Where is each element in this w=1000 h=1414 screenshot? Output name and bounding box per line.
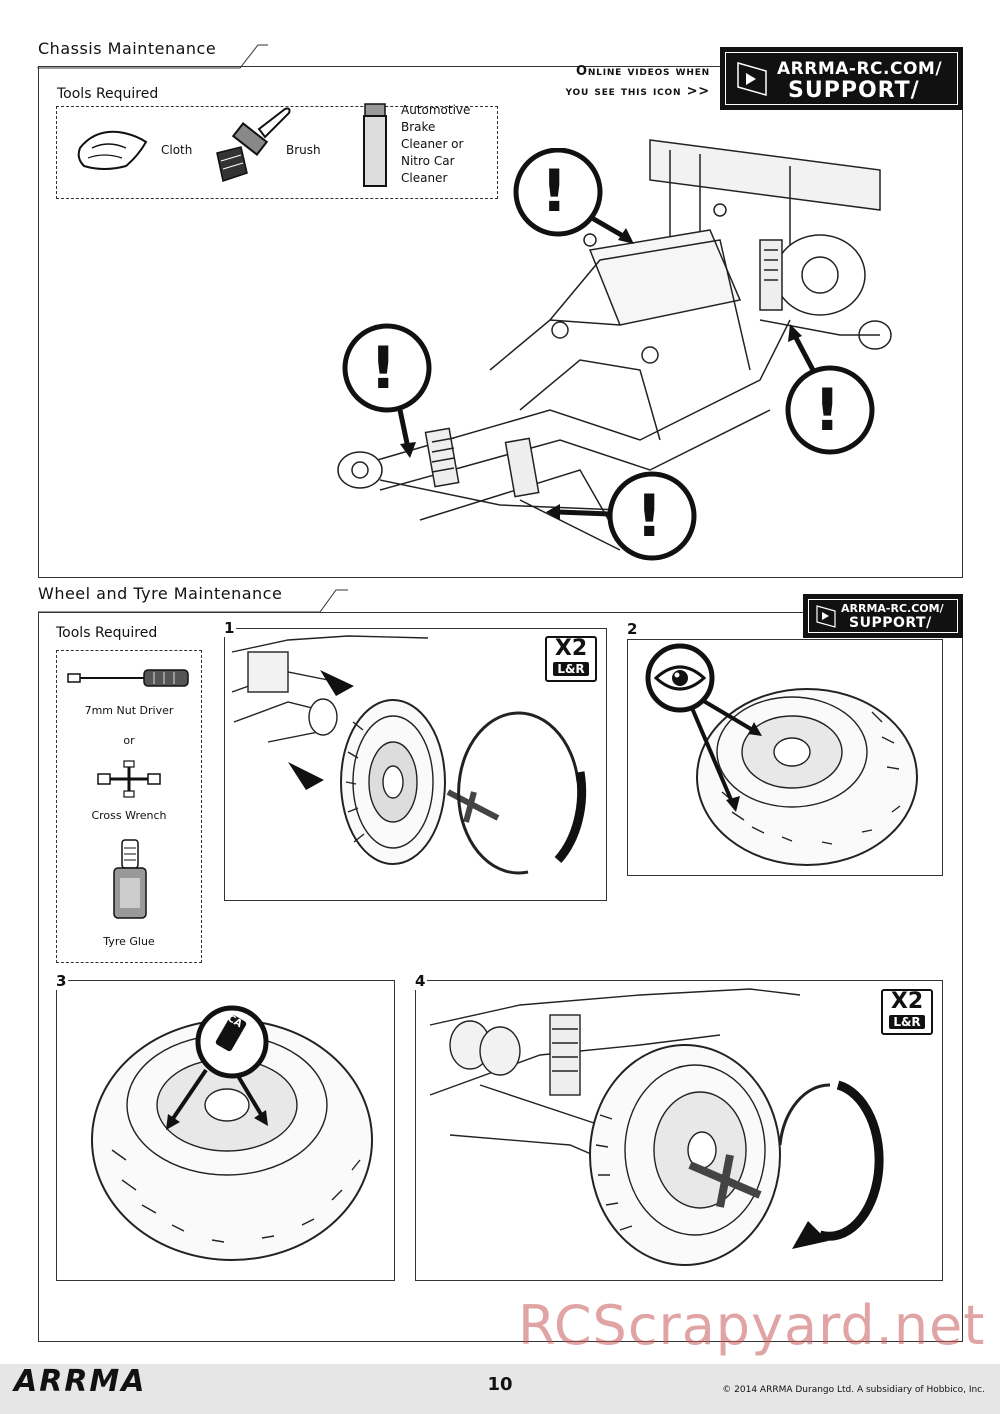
chassis-tools-box — [56, 106, 498, 199]
step-3-number: 3 — [54, 972, 69, 990]
warning-icon-bottom: ! — [636, 482, 663, 550]
step-4-x2-badge: X2 L&R — [881, 989, 933, 1035]
step-2-number: 2 — [625, 620, 640, 638]
cross-wrench-icon — [97, 760, 161, 798]
chassis-section-frame — [38, 66, 963, 578]
online-videos-text: Online videos when you see this icon >> — [565, 64, 710, 99]
wheel-tools-title: Tools Required — [53, 625, 161, 641]
warning-icon-top: ! — [541, 157, 568, 225]
or-label: or — [123, 734, 135, 747]
support-label-text-small: SUPPORT/ — [849, 615, 932, 631]
support-url-text: ARRMA-RC.COM/ — [777, 59, 943, 79]
wheel-section-title: Wheel and Tyre Maintenance — [34, 584, 287, 603]
warning-callout-top — [513, 148, 634, 244]
spray-can-icon — [363, 103, 387, 187]
warning-icon-right: ! — [814, 376, 841, 444]
cleaner-label: Automotive Brake Cleaner or Nitro Car Cl… — [401, 103, 471, 185]
support-link-badge[interactable]: ARRMA-RC.COM/ SUPPORT/ — [720, 47, 963, 110]
support-label-text: SUPPORT/ — [788, 78, 920, 103]
step-4-number: 4 — [413, 972, 428, 990]
tyre-glue-label: Tyre Glue — [103, 935, 155, 948]
step-1-number: 1 — [222, 619, 237, 637]
nut-driver-icon — [67, 669, 189, 687]
step-3-glue-tyre-illustration — [91, 1005, 373, 1261]
eye-icon — [654, 665, 706, 691]
wheel-tools-box — [56, 650, 202, 963]
page-number: 10 — [487, 1374, 513, 1395]
rcscrapyard-watermark: RCScrapyard.net — [518, 1294, 986, 1357]
step-2-inspect-tyre-illustration — [645, 643, 918, 866]
warning-callout-right — [785, 324, 875, 455]
brush-label: Brush — [286, 143, 321, 157]
brush-icon — [216, 107, 291, 182]
warning-callout-left — [342, 323, 432, 458]
warning-icon-left: ! — [370, 334, 397, 402]
laptop-icon — [737, 62, 767, 96]
step-3-panel — [56, 980, 395, 1281]
step-4-lr-text: L&R — [889, 1015, 925, 1029]
warning-callout-bottom — [546, 471, 697, 561]
step-4-wheel-install-illustration — [429, 988, 884, 1266]
support-link-badge-small[interactable]: ARRMA-RC.COM/ SUPPORT/ — [803, 594, 963, 638]
footer-bar — [0, 1364, 1000, 1414]
wheel-section-frame — [38, 612, 963, 1342]
step-1-x2-badge: X2 L&R — [545, 636, 597, 682]
cross-wrench-label: Cross Wrench — [91, 809, 167, 822]
chassis-title-tab — [37, 44, 268, 69]
cloth-icon — [77, 130, 148, 170]
laptop-icon — [816, 605, 836, 628]
nut-driver-label: 7mm Nut Driver — [84, 704, 174, 717]
buggy-chassis-illustration — [337, 139, 892, 551]
step-1-lr-text: L&R — [553, 662, 589, 676]
step-1-x2-text: X2 — [554, 636, 588, 661]
cloth-label: Cloth — [161, 143, 193, 157]
arrma-logo: ARRMA — [14, 1364, 147, 1399]
step-4-x2-text: X2 — [890, 989, 924, 1014]
step-4-panel — [415, 980, 943, 1281]
wheel-title-tab — [38, 589, 348, 613]
support-url-text-small: ARRMA-RC.COM/ — [841, 602, 944, 615]
step-1-wheel-removal-illustration — [231, 635, 587, 875]
glue-bottle-icon — [113, 839, 147, 919]
copyright-text: © 2014 ARRMA Durango Ltd. A subsidiary o… — [722, 1385, 985, 1395]
step-2-panel — [627, 639, 943, 876]
chassis-section-title: Chassis Maintenance — [34, 39, 221, 58]
step-1-panel — [224, 628, 607, 901]
chassis-tools-title: Tools Required — [54, 86, 162, 102]
